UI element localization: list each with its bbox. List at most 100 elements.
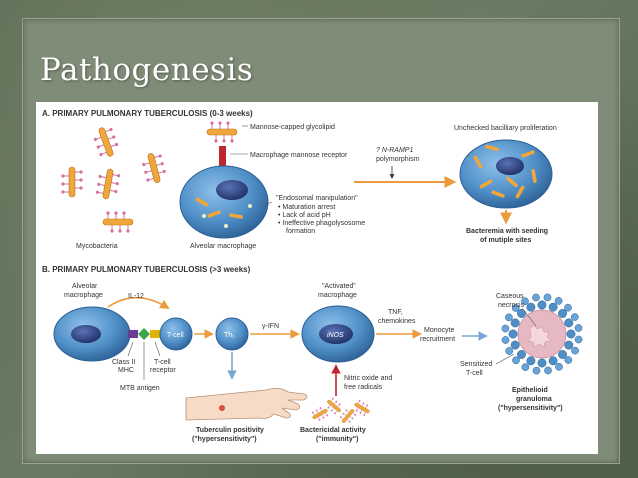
granuloma-cell: [555, 362, 563, 371]
granuloma-cell: [554, 297, 563, 305]
granuloma-cell: [564, 318, 574, 328]
alveolar-b-label-2: macrophage: [64, 292, 103, 299]
granuloma-cell: [508, 329, 518, 339]
caseous-label-2: necrosis: [498, 302, 525, 309]
mtb-antigen-label: MTB antigen: [120, 385, 160, 392]
endosomal-item-3: • Ineffective phagolysosome: [278, 220, 365, 227]
il12-label: IL-12: [128, 293, 144, 300]
class2-label-2: MHC: [118, 367, 134, 374]
tcr-label-1: T-cell: [154, 359, 171, 366]
granuloma-cell: [532, 293, 540, 302]
tcell-receptor: [150, 330, 160, 338]
pathogenesis-figure: A. PRIMARY PULMONARY TUBERCULOSIS (0-3 w…: [36, 102, 598, 454]
granuloma-cell: [574, 324, 583, 332]
tcr-label-2: receptor: [150, 367, 176, 374]
granuloma-cell: [564, 356, 573, 364]
panel-a-heading: A. PRIMARY PULMONARY TUBERCULOSIS (0-3 w…: [42, 109, 253, 118]
slide-title: Pathogenesis: [40, 52, 254, 88]
granuloma-cell: [548, 302, 558, 312]
endosomal-item-4: formation: [286, 228, 315, 235]
tuberculin-label-2: ("hypersensitivity"): [192, 436, 257, 443]
granuloma-cell: [505, 313, 513, 322]
endosomal-item-1: • Maturation arrest: [278, 204, 335, 211]
caseous-pointer: [521, 307, 537, 327]
endosomal-title: "Endosomal manipulation": [276, 195, 358, 202]
granuloma-cell: [505, 347, 514, 355]
granuloma-cell: [537, 358, 547, 368]
th1-label: Th₁: [224, 332, 235, 339]
panel-b-heading: B. PRIMARY PULMONARY TUBERCULOSIS (>3 we…: [42, 265, 251, 274]
granuloma-cell: [517, 350, 526, 359]
granuloma-cell: [512, 356, 520, 365]
granuloma-cell: [510, 340, 520, 350]
bactericidal-label-2: ("immunity"): [316, 436, 358, 443]
nitric-label-1: Nitric oxide and: [344, 375, 392, 382]
inos-label: iNOS: [327, 332, 344, 339]
unchecked-label: Unchecked bacilliary proliferation: [454, 125, 557, 132]
il12-arrow: [107, 297, 170, 310]
mannose-receptor: [219, 146, 226, 166]
tuberculin-label-1: Tuberculin positivity: [196, 427, 264, 434]
tnf-label-1: TNF,: [388, 309, 403, 316]
activated-label-2: macrophage: [318, 292, 357, 299]
granuloma-cell: [526, 356, 536, 366]
granuloma-label-3: ("hypersensitivity"): [498, 405, 563, 412]
granuloma-label-1: Epithelioid: [512, 387, 548, 394]
granuloma-cell: [566, 329, 576, 339]
granuloma-cell: [532, 366, 541, 375]
granuloma-cell: [537, 300, 547, 310]
bactericidal-label-1: Bactericidal activity: [300, 427, 366, 434]
alveolar-macrophage-a: [179, 165, 269, 239]
infected-macrophage: [459, 139, 553, 209]
monocyte-label-1: Monocyte: [424, 327, 454, 334]
granuloma-cell: [570, 313, 579, 321]
nramp-label-2: polymorphism: [376, 156, 420, 163]
class2-label-1: Class II: [112, 359, 135, 366]
mtb-antigen: [138, 328, 150, 340]
granuloma-cell: [526, 302, 536, 312]
mannose-receptor-label: Macrophage mannose receptor: [250, 152, 348, 159]
granuloma-cell: [543, 293, 552, 302]
granuloma-cell: [501, 324, 510, 333]
epithelioid-granuloma: [501, 293, 583, 375]
nramp-label-1: ? N-RAMP1: [376, 147, 413, 154]
alveolar-b-label-1: Alveolar: [72, 283, 98, 290]
tuberculin-arm-illustration: [185, 388, 308, 421]
granuloma-cell: [510, 318, 520, 328]
endosomal-pointer: [261, 201, 273, 207]
granuloma-cell: [564, 303, 572, 312]
granuloma-cell: [511, 304, 520, 312]
tcell-label: T-cell: [167, 332, 184, 339]
mhc-class2: [128, 330, 138, 338]
granuloma-cell: [558, 309, 567, 318]
granuloma-cell: [517, 309, 526, 318]
activated-macrophage: [301, 305, 375, 363]
caseous-label-1: Caseous: [496, 293, 524, 300]
bacteremia-label-2: of mutiple sites: [480, 237, 531, 244]
activated-label-1: "Activated": [322, 283, 356, 290]
mycobacteria-label: Mycobacteria: [76, 243, 118, 250]
endosomal-item-2: • Lack of acid pH: [278, 212, 331, 219]
granuloma-cell: [501, 336, 510, 344]
granuloma-cell: [544, 366, 552, 375]
monocyte-label-2: recruitment: [420, 336, 455, 343]
ifn-label: γ-IFN: [262, 323, 279, 330]
alveolar-macrophage-label: Alveolar macrophage: [190, 243, 256, 250]
th1-cell: [215, 317, 249, 351]
mycobacteria-cluster: [60, 123, 169, 234]
granuloma-cell: [521, 297, 529, 306]
figure-svg: A. PRIMARY PULMONARY TUBERCULOSIS (0-3 w…: [42, 109, 583, 443]
granuloma-cell: [574, 335, 583, 344]
nitric-label-2: free radicals: [344, 384, 383, 391]
bacteremia-label-1: Bacteremia with seeding: [466, 228, 548, 235]
surface-bacillus: [206, 120, 238, 144]
granuloma-cell: [521, 363, 530, 371]
alveolar-macrophage-b: [53, 306, 131, 362]
granuloma-cell: [571, 346, 579, 355]
sensitized-pointer: [495, 353, 515, 365]
sensitized-label-1: Sensitized: [460, 361, 492, 368]
tcr-pointer: [154, 341, 161, 357]
granuloma-cell: [564, 340, 574, 350]
sensitized-label-2: T-cell: [466, 370, 483, 377]
